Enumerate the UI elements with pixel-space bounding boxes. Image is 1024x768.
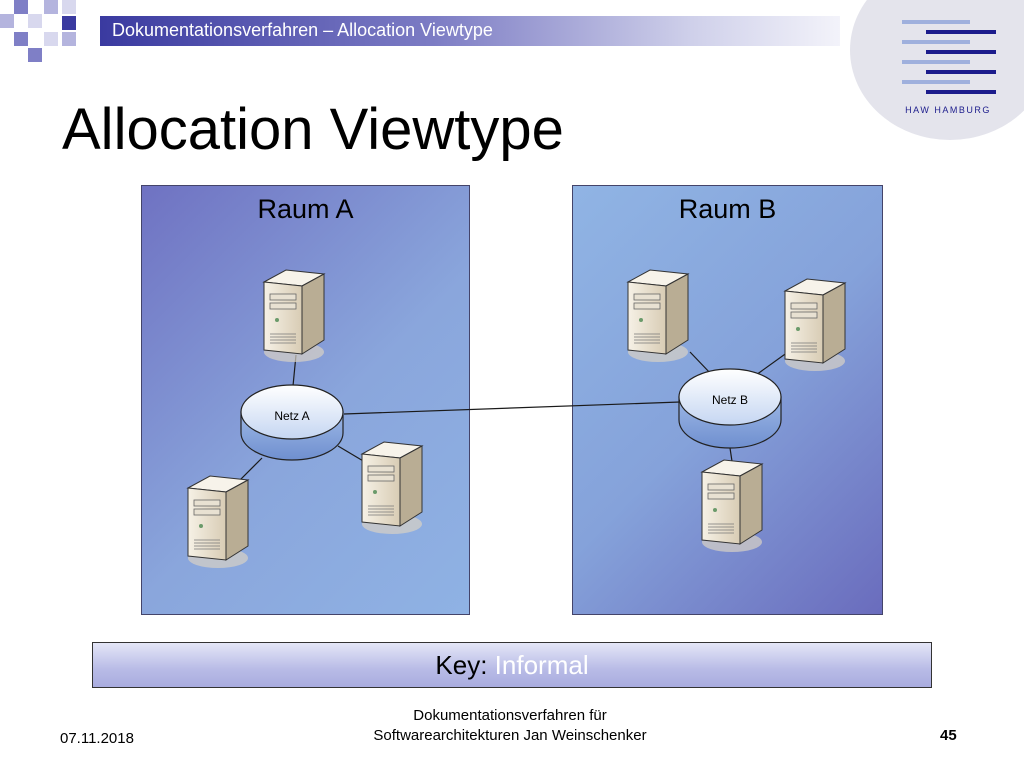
haw-logo: HAW HAMBURG [902,20,996,115]
key-value: Informal [494,650,589,680]
footer-line-1: Dokumentationsverfahren für [413,707,607,724]
header-bar [100,16,840,46]
footer-caption: Dokumentationsverfahren für Softwarearch… [330,706,690,746]
key-prefix: Key: [435,650,488,680]
key-box: Key: Informal [92,642,932,688]
server-icon [361,441,423,535]
network-a-label: Netz A [274,409,309,423]
server-icon [263,269,325,363]
server-icon [701,459,763,553]
footer-date: 07.11.2018 [60,730,134,747]
footer-line-2: Softwarearchitekturen Jan Weinschenker [373,727,647,744]
logo-text: HAW HAMBURG [905,105,991,115]
network-b-node: Netz B [678,368,782,449]
room-a-label: Raum A [257,194,354,224]
room-b-label: Raum B [678,194,777,224]
network-a-node: Netz A [240,384,344,461]
server-icon [627,269,689,363]
network-b-label: Netz B [712,393,748,407]
slide-title: Allocation Viewtype [62,97,564,162]
server-icon [187,475,249,569]
header-title: Dokumentationsverfahren – Allocation Vie… [112,20,493,40]
page-number: 45 [940,727,957,744]
server-icon [784,278,846,372]
